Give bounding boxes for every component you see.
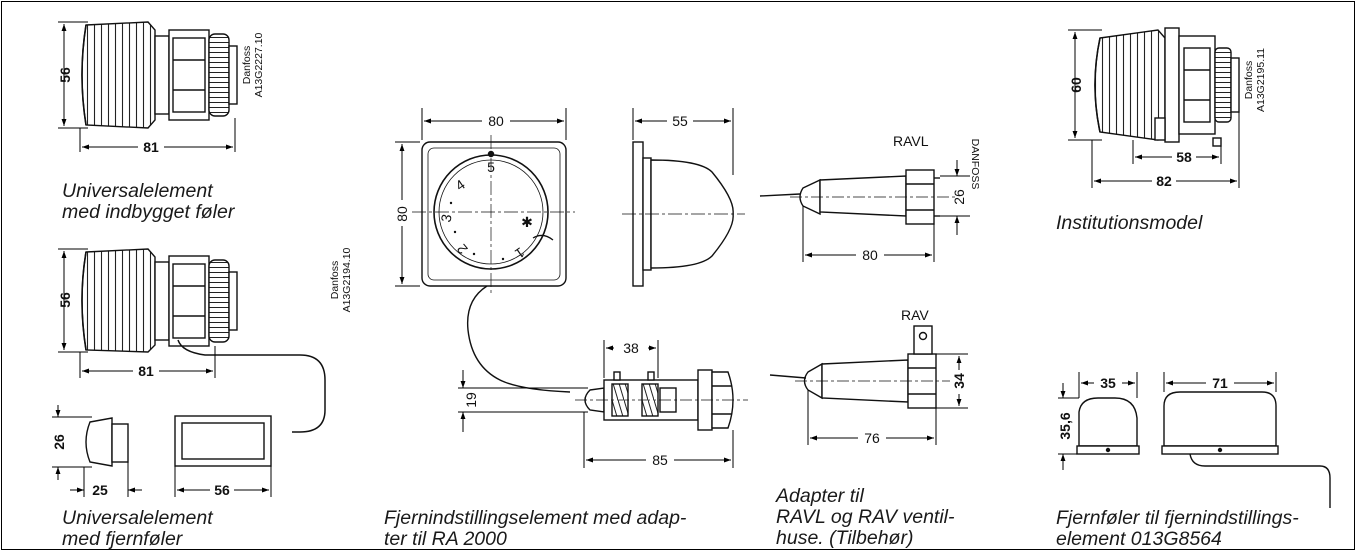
dim-rav-height: 34 [951, 373, 967, 389]
dim-inst-58: 58 [1176, 149, 1192, 165]
ravl-w-bg [856, 247, 884, 263]
ravl-adapter [759, 169, 955, 225]
f-w1-bg [1094, 376, 1122, 390]
caption-adapter: Adapter til RAVL og RAV ventil- huse. (T… [776, 485, 955, 549]
institution-model [1094, 27, 1240, 147]
dim-adapter-38: 38 [623, 340, 639, 356]
remote-sensor-box [174, 415, 272, 467]
i-w1-bg [1172, 149, 1196, 163]
remote-sensor-small [85, 417, 129, 467]
dim-ravl-width: 80 [862, 247, 878, 263]
code-uni1-a: Danfoss [241, 46, 253, 85]
f-w2-bg [1206, 376, 1234, 390]
u1-w-bg [138, 140, 164, 154]
code-uni2-a: Danfoss [329, 261, 341, 300]
caption-universal-builtin: Universalelement med indbygget føler [62, 180, 235, 223]
dim-u1-width: 81 [143, 139, 159, 155]
dim-u2-height: 56 [57, 292, 73, 308]
remote-sensor-institution [1076, 391, 1331, 508]
scale-dots [449, 201, 505, 261]
rav-adapter [769, 325, 958, 409]
label-rav: RAV [901, 307, 929, 323]
code-adapter: DANFOSS [969, 139, 981, 190]
dim-sensor-height: 26 [51, 434, 67, 450]
universal-element-2 [81, 248, 326, 433]
code-inst-a: Danfoss [1243, 61, 1255, 100]
dim-u1-height: 56 [57, 67, 73, 83]
dim-fsensor-71: 71 [1212, 375, 1228, 391]
s-w2-bg [210, 483, 234, 497]
r-w1-bg [482, 112, 510, 128]
caption-universal-remote: Universalelement med fjernføler [62, 507, 213, 550]
caption-institution: Institutionsmodel [1056, 212, 1203, 234]
dim-inst-height: 60 [1068, 77, 1084, 93]
code-inst-b: A13G2195.11 [1255, 48, 1267, 112]
universal-element-1 [81, 21, 238, 129]
dim-remote-width: 80 [488, 113, 504, 129]
caption-remote-setting: Fjernindstillingselement med adap- ter t… [384, 507, 687, 550]
dim-remote-side: 55 [672, 113, 688, 129]
u2-w-bg [133, 364, 159, 378]
r-a2-bg [646, 452, 674, 468]
dim-remote-height: 80 [394, 206, 410, 222]
rav-h-bg [950, 370, 968, 394]
dim-adapter-85: 85 [652, 452, 668, 468]
dim-fsensor-35: 35 [1100, 375, 1116, 391]
rav-w-bg [858, 430, 886, 446]
sensor-dimensions [52, 405, 272, 497]
dim-ravl-height: 26 [951, 189, 967, 205]
code-uni2-b: A13G2194.10 [341, 247, 353, 312]
r-h-bg [394, 200, 410, 226]
dim-fsensor-height: 35,6 [1057, 412, 1073, 439]
dim-sensor-w1: 25 [92, 482, 108, 498]
dim-sensor-w2: 56 [214, 482, 230, 498]
dim-adapter-19: 19 [463, 392, 479, 408]
scale-mark-3: 3 [438, 213, 455, 224]
frost-symbol-icon: ✱ [521, 214, 533, 230]
caption-remote-sensor: Fjernføler til fjernindstillings- elemen… [1056, 507, 1299, 550]
remote-setting-side [622, 141, 745, 287]
label-ravl: RAVL [893, 133, 929, 149]
r-a1-bg [614, 340, 648, 356]
dim-inst-82: 82 [1156, 173, 1172, 189]
i-w2-bg [1152, 173, 1176, 187]
ra2000-adapter [575, 369, 748, 431]
r-w2-bg [667, 112, 693, 128]
remote-setting-front [412, 135, 575, 393]
dim-rav-width: 76 [864, 430, 880, 446]
dim-u2-width: 81 [138, 363, 154, 379]
code-uni1-b: A13G2227.10 [253, 32, 265, 97]
scale-mark-5: 5 [487, 159, 495, 175]
